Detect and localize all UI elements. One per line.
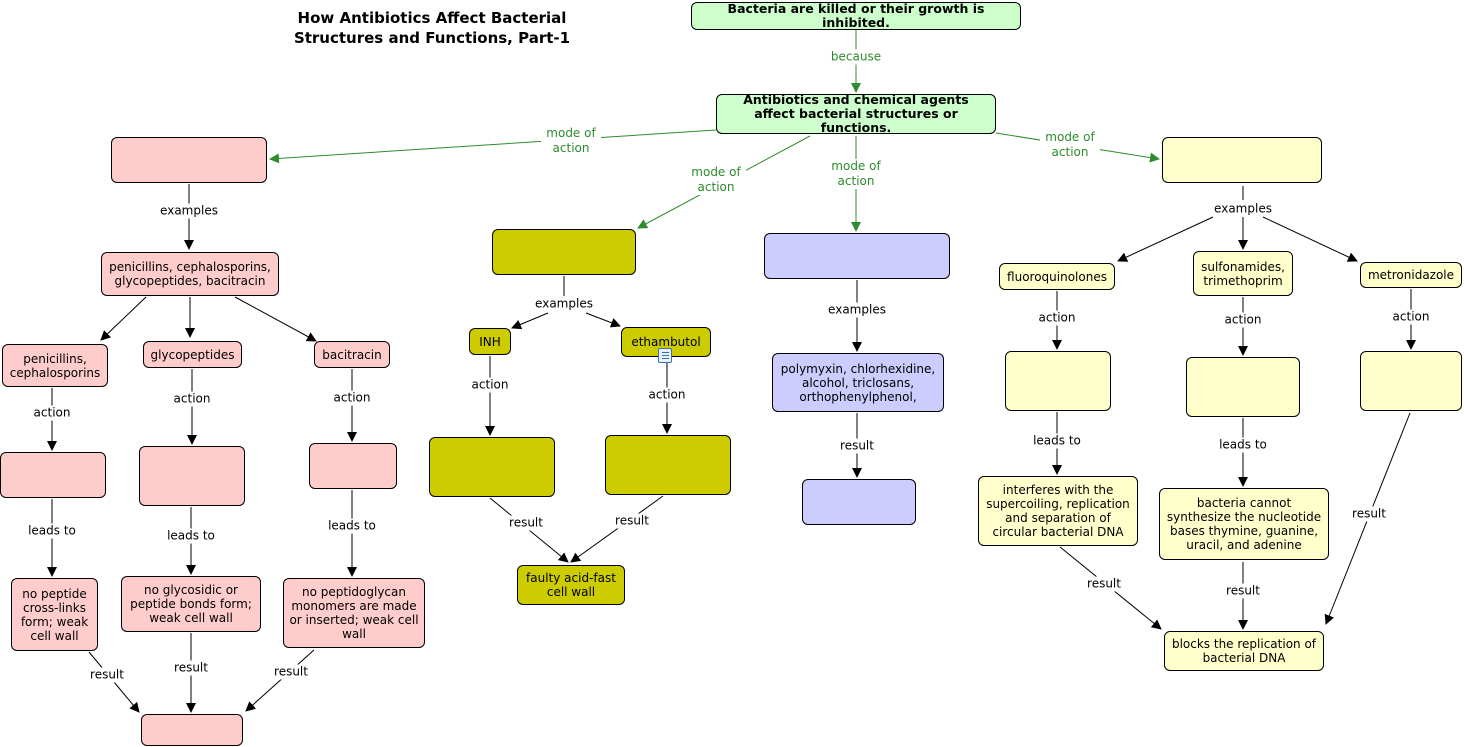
concept-olive-mode-blank[interactable] bbox=[492, 229, 636, 275]
concept-yellow-action-blank-3[interactable] bbox=[1360, 351, 1462, 411]
concept-pink-action-blank-2[interactable] bbox=[139, 446, 245, 506]
link-label-action: action bbox=[1036, 310, 1078, 326]
concept-bacitracin[interactable]: bacitracin bbox=[314, 341, 390, 368]
concept-no-peptidoglycan[interactable]: no peptidoglycan monomers are made or in… bbox=[283, 578, 425, 648]
link-label-examples: examples bbox=[1212, 201, 1274, 217]
link-label-result: result bbox=[172, 660, 210, 676]
concept-faulty-cell-wall[interactable]: faulty acid-fast cell wall bbox=[517, 565, 625, 605]
link-label-examples: examples bbox=[826, 302, 888, 318]
link-label-result: result bbox=[507, 515, 545, 531]
concept-glycopeptides[interactable]: glycopeptides bbox=[143, 341, 242, 368]
link-label-mode-of-action: mode of action bbox=[686, 165, 746, 195]
link-label-mode-of-action: mode of action bbox=[826, 159, 886, 189]
link-label-action: action bbox=[31, 405, 73, 421]
link-label-result: result bbox=[1350, 506, 1388, 522]
concept-metronidazole[interactable]: metronidazole bbox=[1360, 262, 1462, 288]
concept-olive-action-blank-1[interactable] bbox=[429, 437, 555, 497]
concept-yellow-action-blank-2[interactable] bbox=[1186, 357, 1300, 417]
page-title: How Antibiotics Affect Bacterial Structu… bbox=[293, 9, 571, 47]
link-label-result: result bbox=[88, 667, 126, 683]
concept-yellow-mode-blank[interactable] bbox=[1162, 137, 1322, 183]
concept-pink-examples[interactable]: penicillins, cephalosporins, glycopeptid… bbox=[101, 252, 279, 296]
link-label-examples: examples bbox=[158, 203, 220, 219]
concept-lavender-mode-blank[interactable] bbox=[764, 233, 950, 279]
link-label-result: result bbox=[272, 664, 310, 680]
link-label-leads-to: leads to bbox=[1217, 437, 1269, 453]
concept-fluoroquinolones[interactable]: fluoroquinolones bbox=[999, 263, 1115, 290]
link-label-mode-of-action: mode of action bbox=[1040, 130, 1100, 160]
concept-pink-action-blank-1[interactable] bbox=[0, 452, 106, 498]
concept-cannot-synthesize[interactable]: bacteria cannot synthesize the nucleotid… bbox=[1159, 488, 1329, 560]
concept-antibiotics[interactable]: Antibiotics and chemical agents affect b… bbox=[716, 93, 996, 135]
concept-blocks-replication[interactable]: blocks the replication of bacterial DNA bbox=[1164, 631, 1324, 671]
document-icon[interactable] bbox=[658, 348, 672, 363]
link-label-result: result bbox=[838, 438, 876, 454]
link-label-because: because bbox=[828, 49, 884, 65]
link-label-result: result bbox=[613, 513, 651, 529]
concept-yellow-action-blank-1[interactable] bbox=[1005, 351, 1111, 411]
concept-no-glycosidic[interactable]: no glycosidic or peptide bonds form; wea… bbox=[121, 576, 261, 632]
link-label-leads-to: leads to bbox=[26, 523, 78, 539]
concept-interferes[interactable]: interferes with the supercoiling, replic… bbox=[978, 476, 1138, 546]
link-label-mode-of-action: mode of action bbox=[541, 126, 601, 156]
link-label-action: action bbox=[469, 377, 511, 393]
link-label-action: action bbox=[1222, 312, 1264, 328]
link-label-examples: examples bbox=[533, 296, 595, 312]
concept-lavender-result-blank[interactable] bbox=[802, 479, 916, 525]
link-label-result: result bbox=[1224, 583, 1262, 599]
concept-pink-mode-blank[interactable] bbox=[111, 137, 267, 183]
link-label-leads-to: leads to bbox=[326, 518, 378, 534]
link-label-action: action bbox=[331, 390, 373, 406]
link-label-action: action bbox=[171, 391, 213, 407]
concept-pink-action-blank-3[interactable] bbox=[309, 443, 397, 489]
link-label-result: result bbox=[1085, 576, 1123, 592]
concept-polymyxin[interactable]: polymyxin, chlorhexidine, alcohol, tricl… bbox=[772, 353, 944, 412]
link-label-action: action bbox=[646, 387, 688, 403]
concept-bacteria-killed[interactable]: Bacteria are killed or their growth is i… bbox=[691, 2, 1021, 30]
concept-sulfonamides[interactable]: sulfonamides, trimethoprim bbox=[1193, 251, 1293, 296]
link-label-action: action bbox=[1390, 309, 1432, 325]
link-label-leads-to: leads to bbox=[1031, 433, 1083, 449]
concept-inh[interactable]: INH bbox=[469, 328, 511, 355]
concept-olive-action-blank-2[interactable] bbox=[605, 435, 731, 495]
link-label-leads-to: leads to bbox=[165, 528, 217, 544]
concept-penicillins[interactable]: penicillins, cephalosporins bbox=[2, 344, 108, 387]
concept-no-peptide[interactable]: no peptide cross-links form; weak cell w… bbox=[11, 578, 98, 651]
concept-pink-result-blank[interactable] bbox=[141, 714, 243, 746]
